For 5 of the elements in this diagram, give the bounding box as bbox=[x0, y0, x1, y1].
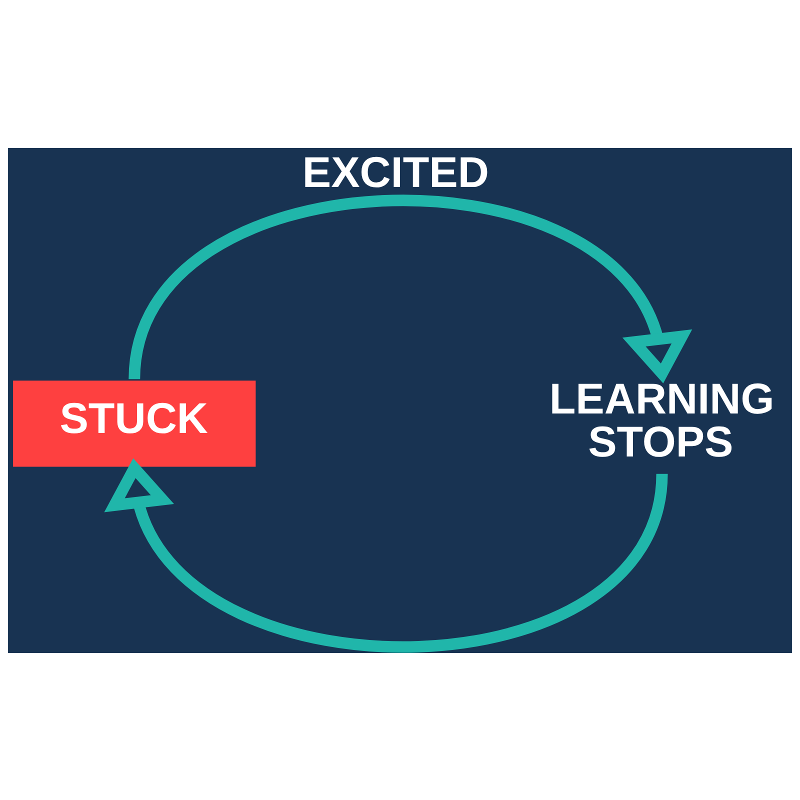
edge-label: EXCITED bbox=[302, 148, 490, 196]
arrow bbox=[128, 194, 692, 383]
node-box: STUCK bbox=[13, 380, 256, 466]
node-text: LEARNING STOPS bbox=[549, 375, 774, 466]
arrow bbox=[104, 458, 668, 652]
